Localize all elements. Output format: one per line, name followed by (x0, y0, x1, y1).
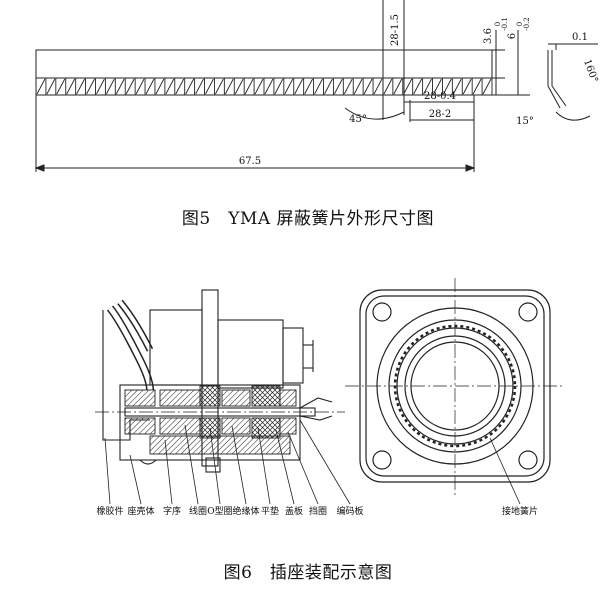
finger-hatch (304, 78, 313, 95)
dim-3.6-tol: 0 (494, 22, 502, 26)
section-hatching (124, 385, 297, 455)
part-label: 挡圈 (309, 505, 327, 517)
finger-hatch (195, 78, 204, 95)
finger-hatch (413, 78, 423, 95)
finger-hatch (185, 78, 195, 95)
finger-hatch (105, 78, 115, 95)
finger-hatch (145, 78, 155, 95)
part-label: 座壳体 (127, 505, 154, 517)
part-label: 线圈 (189, 505, 207, 517)
finger-hatch (175, 78, 185, 95)
finger-hatch (36, 78, 46, 95)
finger-hatch (56, 78, 66, 95)
finger-hatch (224, 78, 234, 95)
figure5-drawing: 67.5 28-0.4 28-2 45° 28-1.5 3.6 0 -0.1 6… (34, 0, 600, 172)
figure5-caption: 图5 YMA 屏蔽簧片外形尺寸图 (181, 209, 435, 229)
finger-hatch (443, 78, 452, 95)
spring-strip-body (35, 49, 493, 79)
finger-hatch (264, 78, 274, 95)
finger-hatch (115, 78, 125, 95)
dim-3.6-tol-dn: -0.1 (501, 17, 509, 31)
finger-hatch (254, 78, 264, 95)
finger-hatch (86, 78, 95, 95)
finger-hatch (343, 78, 353, 95)
finger-hatch (333, 78, 343, 95)
finger-hatch (244, 78, 254, 95)
part-label: 平垫 (261, 505, 279, 517)
finger-hatch (393, 78, 403, 95)
part-label: 字序 (163, 505, 181, 517)
finger-hatch (373, 78, 383, 95)
socket-front-view (345, 278, 565, 505)
finger-hatch (205, 78, 214, 95)
finger-hatch (274, 78, 284, 95)
finger-hatch (234, 78, 244, 95)
part-label: O型圈 (207, 506, 232, 517)
finger-hatch (135, 78, 145, 95)
part-label: 编码板 (336, 505, 363, 517)
dim-15deg: 15° (516, 116, 534, 127)
finger-hatch (215, 78, 224, 95)
finger-hatch (472, 78, 482, 95)
finger-hatch (482, 78, 492, 95)
finger-hatch (165, 78, 175, 95)
finger-hatch (284, 78, 294, 95)
finger-hatch (452, 78, 462, 95)
part-label: 绝缘体 (232, 505, 259, 517)
dim-6: 6 (507, 33, 518, 39)
dim-3.6: 3.6 (483, 28, 494, 44)
finger-hatch (294, 78, 304, 95)
label-grounding-spring: 接地簧片 (502, 505, 538, 517)
finger-hatch (155, 78, 165, 95)
figure6-caption: 图6 插座装配示意图 (223, 563, 393, 583)
socket-section-view (95, 289, 345, 473)
finger-hatch (66, 78, 76, 95)
dim-6-tol-dn: -0.2 (523, 17, 531, 31)
dim-28-1.5: 28-1.5 (390, 14, 401, 46)
finger-hatch (383, 78, 393, 95)
dim-160deg: 160° (581, 58, 600, 84)
dim-28-2: 28-2 (429, 109, 451, 120)
finger-hatch (96, 78, 105, 95)
dim-6-tol: 0 (516, 22, 524, 26)
part-label: 盖板 (285, 505, 303, 517)
finger-hatch (324, 78, 333, 95)
finger-hatch (125, 78, 135, 95)
part-label: 橡胶件 (96, 505, 123, 517)
finger-hatch (353, 78, 363, 95)
finger-hatch (462, 78, 472, 95)
dim-0.1: 0.1 (572, 32, 588, 43)
finger-hatch (314, 78, 323, 95)
finger-hatch (403, 78, 413, 95)
dim-28-0.4: 28-0.4 (424, 91, 456, 102)
finger-hatch (433, 78, 442, 95)
finger-hatch (76, 78, 85, 95)
dim-45deg: 45° (349, 114, 367, 125)
finger-hatch (363, 78, 373, 95)
dim-overall: 67.5 (239, 156, 261, 167)
finger-hatch (46, 78, 56, 95)
finger-hatch (423, 78, 432, 95)
